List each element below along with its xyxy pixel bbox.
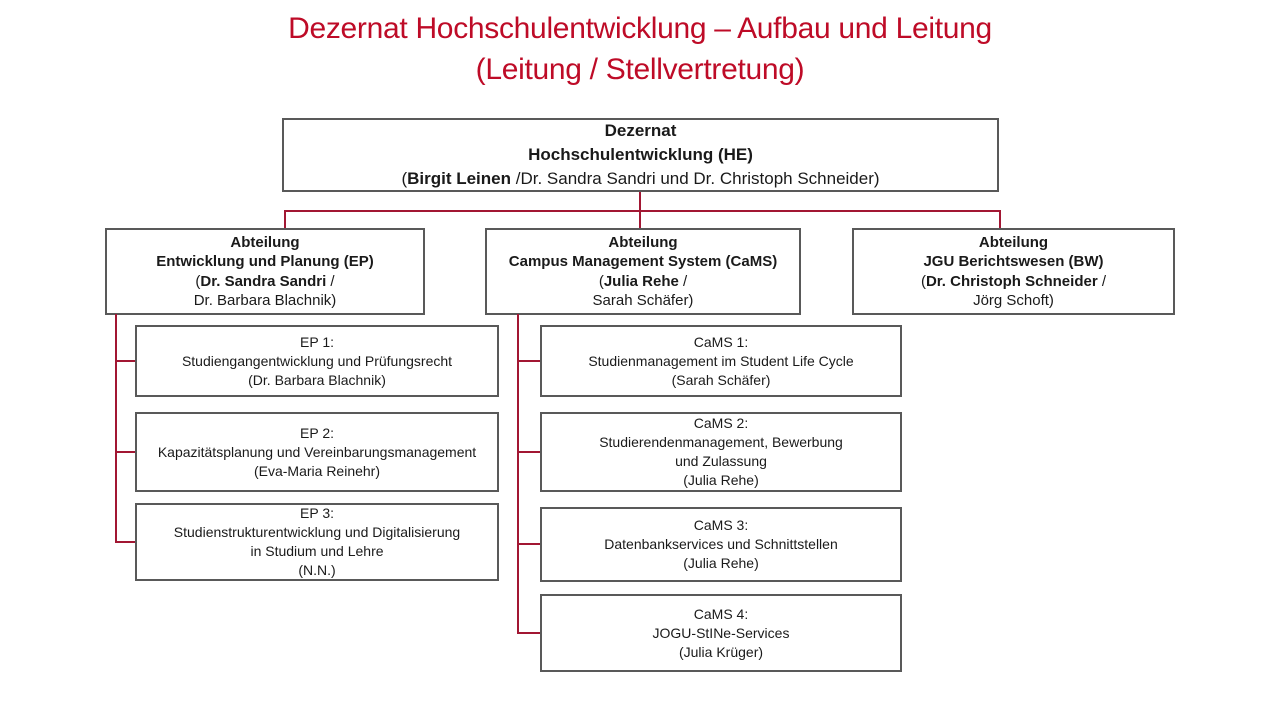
- unit-box-ep3: EP 3: Studienstrukturentwicklung und Dig…: [135, 503, 499, 581]
- dept-bw-sep: /: [1097, 272, 1107, 290]
- connector-horizontal-bus: [284, 210, 1001, 212]
- dept-cams-deputy: Sarah Schäfer): [592, 292, 694, 309]
- connector-ep2-stub: [115, 451, 135, 453]
- unit-cams2-person: (Julia Rehe): [683, 472, 759, 488]
- dept-ep-deputy: Dr. Barbara Blachnik): [193, 292, 337, 309]
- connector-cams4-stub: [517, 632, 540, 634]
- unit-cams1-name: Studienmanagement im Student Life Cycle: [588, 352, 854, 369]
- unit-box-cams4: CaMS 4: JOGU-StINe-Services (Julia Krüge…: [540, 594, 902, 672]
- dept-ep-head-name: Dr. Sandra Sandri: [200, 272, 327, 290]
- dept-cams-name: Campus Management System (CaMS): [508, 253, 778, 270]
- root-name: Hochschulentwicklung (HE): [528, 145, 753, 164]
- dept-box-cams: Abteilung Campus Management System (CaMS…: [485, 228, 801, 315]
- unit-box-cams1: CaMS 1: Studienmanagement im Student Lif…: [540, 325, 902, 397]
- unit-ep2-person: (Eva-Maria Reinehr): [253, 462, 381, 479]
- unit-cams1-code: CaMS 1:: [693, 333, 749, 350]
- unit-cams2-name: Studierendenmanagement, Bewerbung: [599, 434, 843, 450]
- unit-cams3-code: CaMS 3:: [693, 517, 749, 533]
- connector-cams2-stub: [517, 451, 540, 453]
- unit-cams4-person: (Julia Krüger): [678, 643, 764, 660]
- unit-ep2-name: Kapazitätsplanung und Vereinbarungsmanag…: [157, 443, 477, 460]
- unit-ep1-person: (Dr. Barbara Blachnik): [248, 371, 386, 388]
- unit-cams3-person: (Julia Rehe): [683, 555, 759, 571]
- unit-ep1-code: EP 1:: [300, 333, 334, 350]
- connector-root-drop: [639, 192, 641, 211]
- root-title: Dezernat: [604, 121, 677, 140]
- root-box-dezernat: Dezernat Hochschulentwicklung (HE) (Birg…: [282, 118, 999, 192]
- connector-cams3-stub: [517, 543, 540, 545]
- dept-bw-head-name: Dr. Christoph Schneider: [925, 272, 1098, 290]
- connector-ep3-stub: [115, 541, 135, 543]
- unit-box-cams2: CaMS 2: Studierendenmanagement, Bewerbun…: [540, 412, 902, 492]
- unit-box-ep2: EP 2: Kapazitätsplanung und Vereinbarung…: [135, 412, 499, 492]
- unit-cams1-person: (Sarah Schäfer): [671, 371, 771, 388]
- connector-cams1-stub: [517, 360, 540, 362]
- dept-bw-paren: (: [920, 272, 926, 290]
- dept-cams-sep: /: [678, 272, 688, 290]
- dept-ep-paren: (: [195, 272, 201, 290]
- unit-cams2-name2: und Zulassung: [675, 453, 767, 469]
- dept-cams-paren: (: [598, 272, 604, 290]
- unit-ep2-code: EP 2:: [300, 424, 334, 441]
- unit-box-ep1: EP 1: Studiengangentwicklung und Prüfung…: [135, 325, 499, 397]
- dept-ep-sep: /: [326, 272, 335, 290]
- root-deputies: /Dr. Sandra Sandri und Dr. Christoph Sch…: [511, 169, 880, 188]
- dept-cams-head-name: Julia Rehe: [603, 272, 679, 290]
- dept-ep-head: (Dr. Sandra Sandri /: [195, 272, 334, 292]
- dept-bw-title: Abteilung: [978, 233, 1049, 251]
- unit-cams4-code: CaMS 4:: [693, 605, 749, 622]
- dept-cams-title: Abteilung: [608, 233, 678, 251]
- dept-ep-title: Abteilung: [230, 233, 300, 251]
- unit-ep3-code: EP 3:: [300, 505, 334, 521]
- unit-ep1-name: Studiengangentwicklung und Prüfungsrecht: [181, 352, 453, 369]
- dept-box-ep: Abteilung Entwicklung und Planung (EP) (…: [105, 228, 425, 315]
- connector-drop-bw: [999, 210, 1001, 229]
- dept-cams-head: (Julia Rehe /: [599, 272, 687, 292]
- unit-cams2-code: CaMS 2:: [693, 415, 749, 431]
- dept-bw-name: JGU Berichtswesen (BW): [923, 253, 1104, 270]
- dept-ep-name: Entwicklung und Planung (EP): [156, 253, 374, 270]
- connector-drop-ep: [284, 210, 286, 229]
- root-leadership: (Birgit Leinen /Dr. Sandra Sandri und Dr…: [401, 167, 879, 191]
- dept-box-bw: Abteilung JGU Berichtswesen (BW) (Dr. Ch…: [852, 228, 1175, 315]
- unit-ep3-person: (N.N.): [298, 562, 336, 578]
- unit-cams3-name: Datenbankservices und Schnittstellen: [604, 536, 838, 552]
- unit-ep3-name2: in Studium und Lehre: [250, 543, 384, 559]
- root-head: Birgit Leinen: [407, 169, 512, 188]
- connector-drop-cams: [639, 210, 641, 229]
- connector-cams-trunk: [517, 314, 519, 634]
- page-title-line1: Dezernat Hochschulentwicklung – Aufbau u…: [288, 12, 992, 45]
- page-title-line2: (Leitung / Stellvertretung): [475, 53, 805, 86]
- unit-ep3-name: Studienstrukturentwicklung und Digitalis…: [173, 524, 461, 540]
- page-title: Dezernat Hochschulentwicklung – Aufbau u…: [0, 8, 1280, 90]
- connector-ep1-stub: [115, 360, 135, 362]
- unit-box-cams3: CaMS 3: Datenbankservices und Schnittste…: [540, 507, 902, 582]
- root-paren: (: [401, 169, 408, 188]
- connector-ep-trunk: [115, 314, 117, 543]
- dept-bw-deputy: Jörg Schoft): [973, 292, 1054, 309]
- dept-bw-head: (Dr. Christoph Schneider /: [921, 272, 1106, 292]
- unit-cams4-name: JOGU-StINe-Services: [652, 624, 790, 641]
